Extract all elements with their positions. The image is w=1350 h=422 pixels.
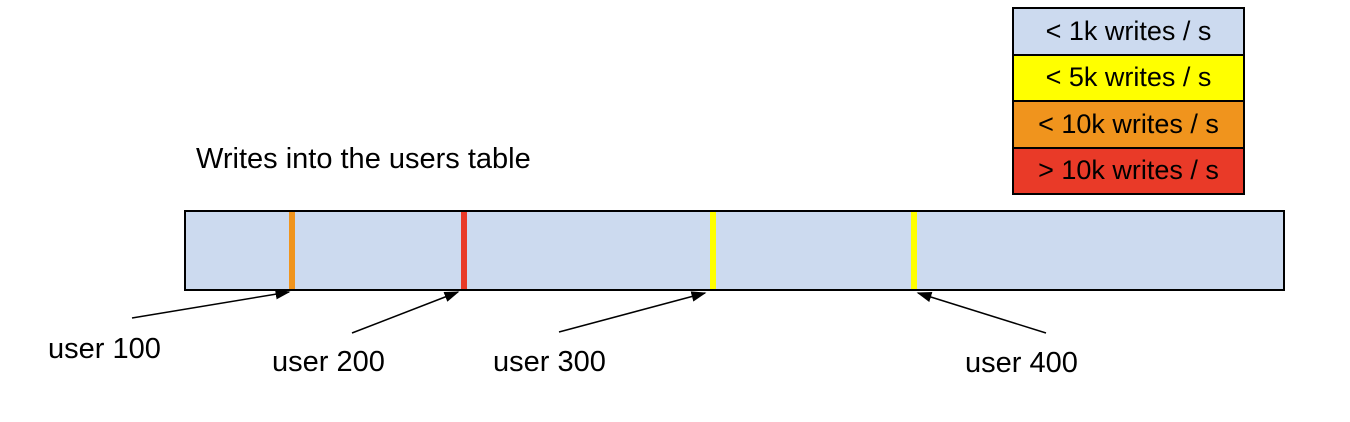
legend-item-lt-5k: < 5k writes / s: [1014, 53, 1243, 100]
arrow-user-300: [558, 291, 707, 333]
users-table-bar: [184, 210, 1285, 291]
write-marker-user-200: [461, 212, 467, 289]
write-marker-user-400: [911, 212, 917, 289]
legend-item-lt-10k-label: < 10k writes / s: [1038, 108, 1219, 139]
legend: < 1k writes / s < 5k writes / s < 10k wr…: [1012, 7, 1245, 195]
user-label-300: user 300: [493, 346, 606, 378]
arrow-user-100: [131, 289, 291, 319]
write-marker-user-300: [710, 212, 716, 289]
legend-item-lt-1k-label: < 1k writes / s: [1045, 15, 1212, 46]
arrow-user-400: [916, 292, 1047, 334]
legend-item-lt-10k: < 10k writes / s: [1014, 100, 1243, 147]
user-label-100: user 100: [48, 333, 161, 365]
legend-item-gt-10k: > 10k writes / s: [1014, 146, 1243, 193]
legend-item-lt-1k: < 1k writes / s: [1014, 9, 1243, 54]
legend-item-lt-5k-label: < 5k writes / s: [1045, 62, 1212, 93]
legend-item-gt-10k-label: > 10k writes / s: [1038, 155, 1219, 186]
arrow-user-200: [351, 291, 460, 334]
user-label-200: user 200: [272, 346, 385, 378]
diagram-title: Writes into the users table: [196, 143, 531, 175]
user-label-400: user 400: [965, 347, 1078, 379]
write-marker-user-100: [289, 212, 295, 289]
